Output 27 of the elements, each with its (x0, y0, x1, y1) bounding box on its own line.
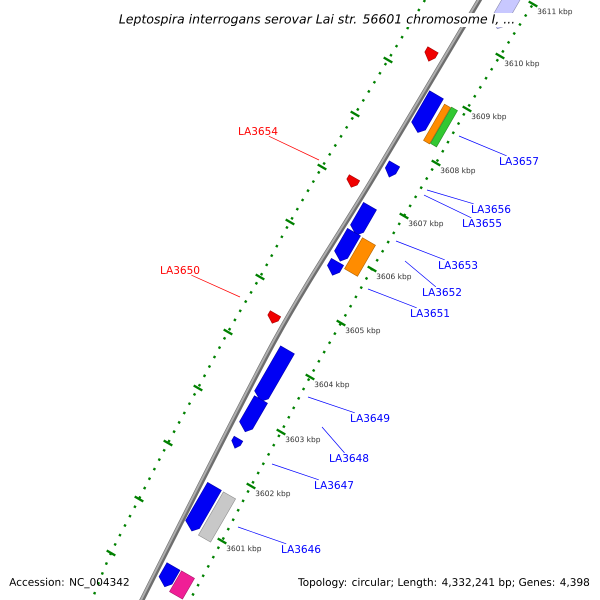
leader-line (308, 396, 356, 414)
title: Leptospira interrogans serovar Lai str. 56601 chromosome I, ... (118, 12, 516, 28)
gene-label: LA3646 (282, 545, 320, 553)
gene-label: LA3652 (423, 288, 461, 296)
leader-line (191, 274, 240, 298)
leader-line (458, 136, 507, 156)
gene-label: LA3651 (411, 309, 449, 317)
gene-label: LA3655 (463, 219, 502, 227)
info-text: Accession: NC_004342 (9, 578, 129, 588)
gene-label: LA3653 (439, 261, 478, 269)
gene-label: LA3649 (351, 414, 390, 422)
leader-line (272, 464, 320, 480)
leader-line (404, 260, 436, 288)
leader-line (238, 526, 287, 544)
leader-line (268, 136, 320, 160)
gene-label: LA3648 (330, 454, 368, 462)
gene-label: LA3647 (315, 481, 354, 489)
leader-line (322, 426, 345, 454)
gene-label: LA3654 (239, 127, 278, 135)
leader-line (426, 190, 474, 204)
info-text: Topology: circular; Length: 4,332,241 bp; Genes: 4,398 (298, 578, 590, 588)
leader-line (424, 194, 472, 218)
gene-label: LA3656 (472, 205, 510, 213)
leader-line (368, 288, 417, 308)
gene-label: LA3650 (161, 266, 200, 274)
gene-label: LA3657 (500, 157, 538, 165)
leader-line (396, 240, 445, 260)
